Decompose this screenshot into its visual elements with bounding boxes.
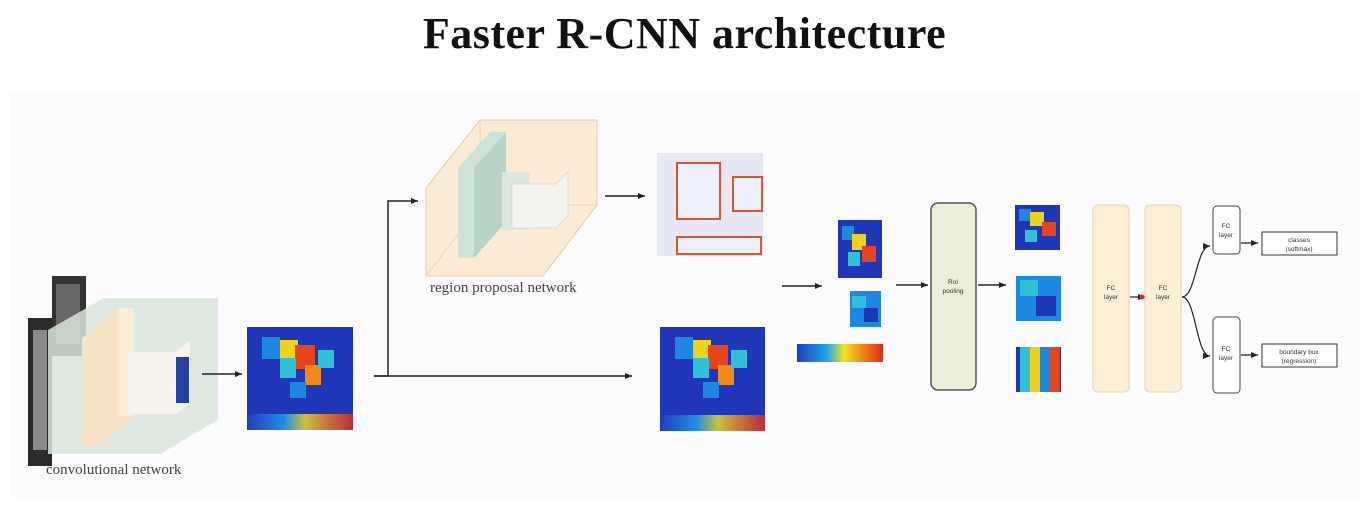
conv-network-label: convolutional network [46, 462, 182, 478]
svg-text:layer: layer [1219, 232, 1234, 239]
cropped-regions [797, 220, 883, 362]
fc-layer-1: FC layer [1092, 204, 1130, 393]
proposal-box [732, 176, 763, 212]
conv-output-slice [176, 357, 189, 403]
conv-network: convolutional network [28, 276, 218, 478]
fc2-label-layer: layer [1156, 294, 1171, 301]
proposal-box [676, 162, 721, 220]
roi-label-line2: pooling [943, 288, 964, 295]
svg-text:classes: classes [1288, 237, 1310, 244]
arrow-fc2-to-fc-top [1181, 243, 1211, 298]
bbox-output: boundary box (regression) [1261, 343, 1338, 368]
roi-pooling: RoI pooling [930, 202, 977, 391]
feature-map [247, 327, 353, 430]
svg-text:(regression): (regression) [1282, 358, 1317, 365]
svg-text:FC: FC [1222, 346, 1231, 353]
diagram-title: Faster R-CNN architecture [422, 9, 947, 58]
fc-layer-2: FC layer [1144, 204, 1182, 393]
arrow-fc2-to-fc-bottom [1181, 296, 1211, 359]
proposal-box [676, 236, 762, 255]
proposals [657, 153, 763, 256]
crop-wide [797, 344, 883, 362]
feature-map-2 [660, 327, 765, 431]
svg-text:layer: layer [1219, 355, 1234, 362]
region-proposal-network: region proposal network [425, 119, 598, 296]
classes-output: classes (softmax) [1261, 231, 1338, 256]
fc1-label: FC [1107, 285, 1116, 292]
svg-text:boundary box: boundary box [1279, 349, 1319, 356]
fc1-label-layer: layer [1104, 294, 1119, 301]
fc-layer-classes: FC layer [1212, 205, 1241, 255]
fc-layer-bbox: FC layer [1212, 316, 1241, 394]
svg-text:FC: FC [1222, 223, 1231, 230]
connection-dot [1139, 294, 1145, 300]
arrow-to-rpn [374, 198, 418, 377]
fc2-label: FC [1159, 285, 1168, 292]
rpn-label: region proposal network [430, 280, 577, 296]
svg-text:(softmax): (softmax) [1285, 246, 1312, 253]
roi-label-line1: RoI [948, 279, 958, 286]
pooled-maps [1015, 205, 1061, 392]
conv-feature-block [128, 340, 190, 414]
